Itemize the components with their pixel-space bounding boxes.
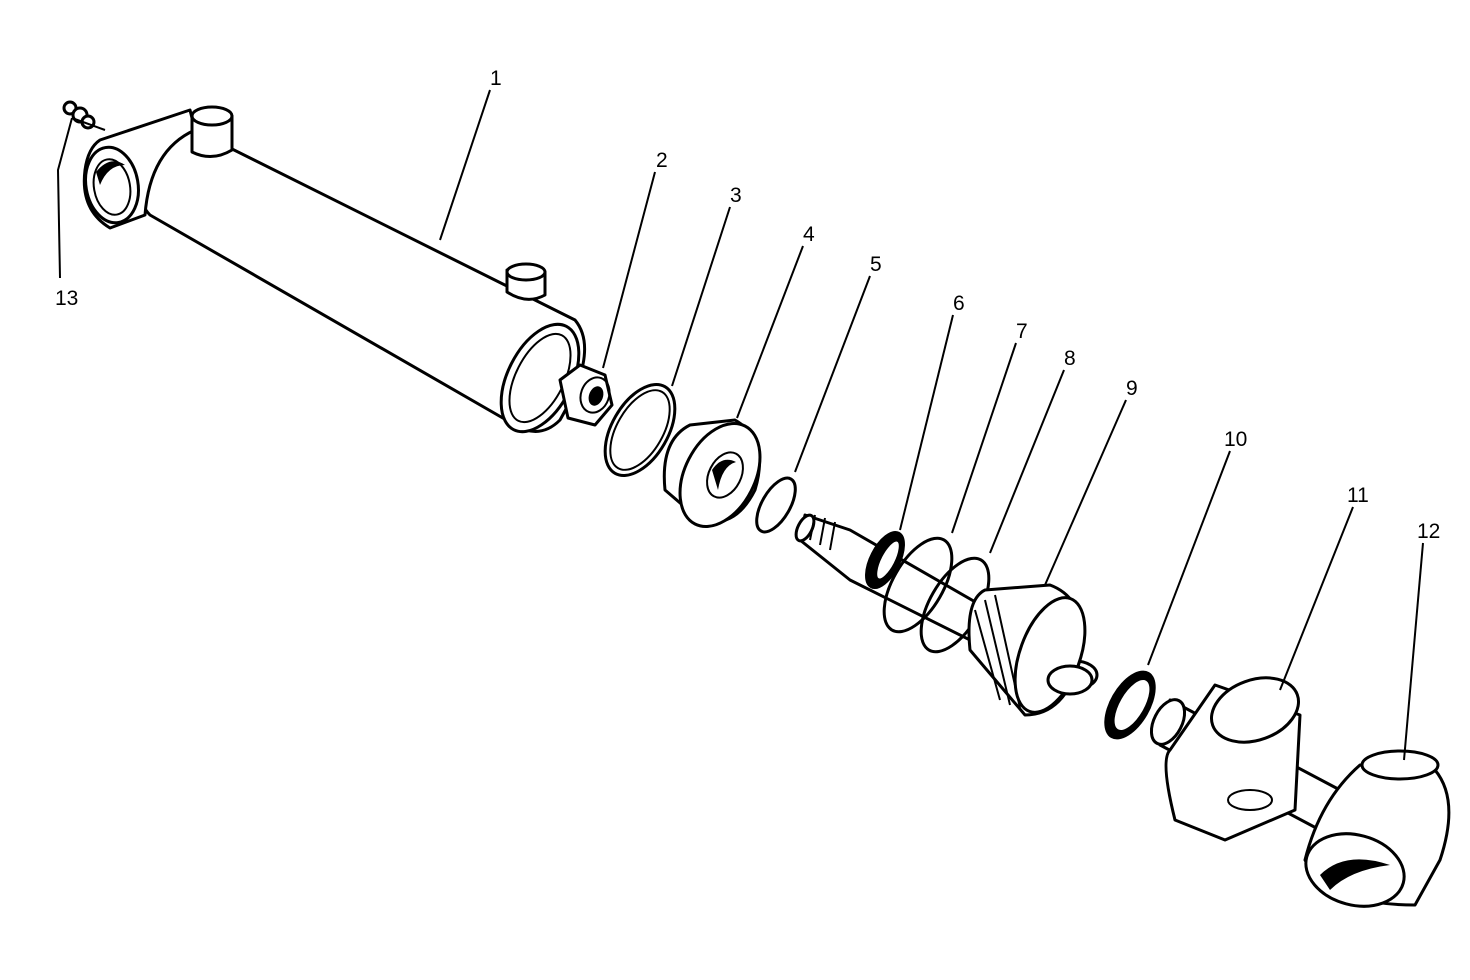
part-11-gland-nut [1164, 676, 1302, 842]
part-5-o-ring [755, 476, 797, 534]
callout-9: 9 [1126, 377, 1138, 400]
part-9-piston [967, 583, 1094, 717]
callout-6: 6 [953, 292, 965, 315]
callout-13: 13 [55, 287, 78, 310]
callout-10: 10 [1224, 428, 1247, 451]
callout-5: 5 [870, 253, 882, 276]
callout-3: 3 [730, 184, 742, 207]
leader-lines [56, 89, 1424, 761]
part-3-ring [603, 382, 677, 478]
part-7-ring [882, 536, 954, 634]
callout-2: 2 [656, 149, 668, 172]
callout-7: 7 [1016, 320, 1028, 343]
part-6-seal [865, 531, 905, 589]
callout-11: 11 [1347, 484, 1369, 507]
part-10-wiper-seal [1104, 670, 1156, 740]
callout-12: 12 [1417, 520, 1440, 543]
part-1-cylinder-barrel [82, 105, 587, 434]
callout-8: 8 [1064, 347, 1076, 370]
callout-1: 1 [490, 67, 502, 90]
part-2-nut [558, 363, 614, 427]
part-4-gland [662, 418, 762, 529]
callout-4: 4 [803, 223, 815, 246]
